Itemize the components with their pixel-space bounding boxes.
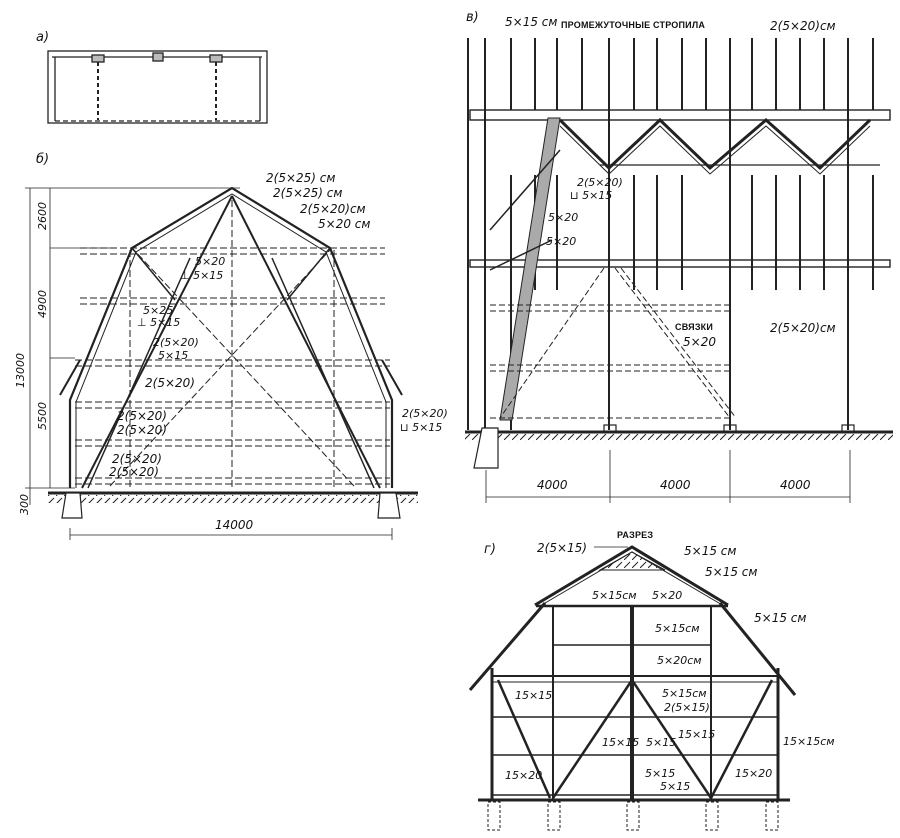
panel-a-plan	[47, 50, 268, 124]
label-right-post-a: 2(5×20)	[402, 407, 448, 420]
label-brace-1a: 5×20	[195, 255, 226, 268]
label-ridge-2: 2(5×25) см	[273, 186, 343, 200]
dim-v-3: 4000	[780, 478, 811, 492]
panel-v-title: ПРОМЕЖУТОЧНЫЕ СТРОПИЛА	[561, 20, 706, 30]
label-g-post-right: 15×20	[735, 767, 773, 780]
label-g-low-2: 5×15	[660, 780, 691, 793]
label-g-rafter-side: 5×15 см	[754, 611, 807, 625]
label-v-mid-beam: 2(5×20)см	[770, 321, 836, 335]
dim-total-height: 13000	[14, 353, 27, 388]
label-wall-1: 2(5×20)	[117, 409, 167, 423]
label-brace-2a: 5×25	[143, 304, 174, 317]
label-wall-4: 2(5×20)	[109, 465, 159, 479]
label-g-post-2: 5×20см	[657, 654, 702, 667]
panel-a-tag: а)	[36, 30, 50, 45]
dim-span: 14000	[215, 518, 254, 532]
label-brace-1b: ⊥ 5×15	[180, 269, 224, 282]
panel-v-elevation	[465, 38, 893, 503]
label-wall-2: 2(5×20)	[117, 423, 167, 437]
label-g-ridge: 2(5×15)	[537, 541, 587, 555]
label-brace-3a: 2(5×20)	[153, 336, 199, 349]
label-center: 2(5×20)	[145, 376, 195, 390]
label-v-ties-size: 5×20	[683, 335, 716, 349]
panel-g-section	[468, 545, 797, 831]
label-rafter-upper: 2(5×20)см	[300, 202, 366, 216]
label-g-brace-left: 15×15	[515, 689, 553, 702]
panel-g-tag: г)	[484, 542, 496, 557]
panel-v-tag: в)	[466, 10, 479, 25]
label-v-top-beam: 2(5×20)см	[770, 19, 836, 33]
label-v-brace-a: 2(5×20)	[577, 176, 623, 189]
dim-v-1: 4000	[537, 478, 568, 492]
label-g-low-1: 5×15	[645, 767, 676, 780]
label-brace-2b: ⊥ 5×15	[137, 316, 181, 329]
label-g-post-1: 5×15см	[655, 622, 700, 635]
label-right-post-b: ⊔ 5×15	[400, 421, 443, 434]
label-g-beam-mid-b: 2(5×15)	[664, 701, 710, 714]
panel-g-title: РАЗРЕЗ	[617, 530, 654, 540]
panel-b-tag: б)	[36, 152, 50, 167]
label-v-rafter: 5×15 см	[505, 15, 558, 29]
label-g-brace-c3: 15×15	[678, 728, 716, 741]
label-v-strut-2: 5×20	[546, 235, 577, 248]
label-v-brace-b: ⊔ 5×15	[570, 189, 613, 202]
label-g-beam-left: 5×15см	[592, 589, 637, 602]
dim-middle: 4900	[36, 290, 49, 318]
label-g-beam-mid-a: 5×15см	[662, 687, 707, 700]
label-g-beam-center: 5×20	[652, 589, 683, 602]
label-v-strut-1: 5×20	[548, 211, 579, 224]
dim-foundation: 300	[18, 494, 31, 515]
label-g-post-left: 15×20	[505, 769, 543, 782]
label-brace-3b: 5×15	[158, 349, 189, 362]
label-g-rafter-top-2: 5×15 см	[705, 565, 758, 579]
dim-v-2: 4000	[660, 478, 691, 492]
label-v-ties-title: СВЯЗКИ	[675, 322, 714, 332]
label-g-rafter-top-1: 5×15 см	[684, 544, 737, 558]
dim-upper: 2600	[36, 202, 49, 230]
label-rafter-upper-2: 5×20 см	[318, 217, 371, 231]
label-wall-3: 2(5×20)	[112, 452, 162, 466]
label-g-brace-c1: 15×15	[602, 736, 640, 749]
label-g-brace-right: 15×15см	[783, 735, 835, 748]
panel-b-section	[25, 186, 418, 540]
label-ridge-1: 2(5×25) см	[266, 171, 336, 185]
label-g-brace-c2: 5×15	[646, 736, 677, 749]
dim-lower: 5500	[36, 402, 49, 430]
